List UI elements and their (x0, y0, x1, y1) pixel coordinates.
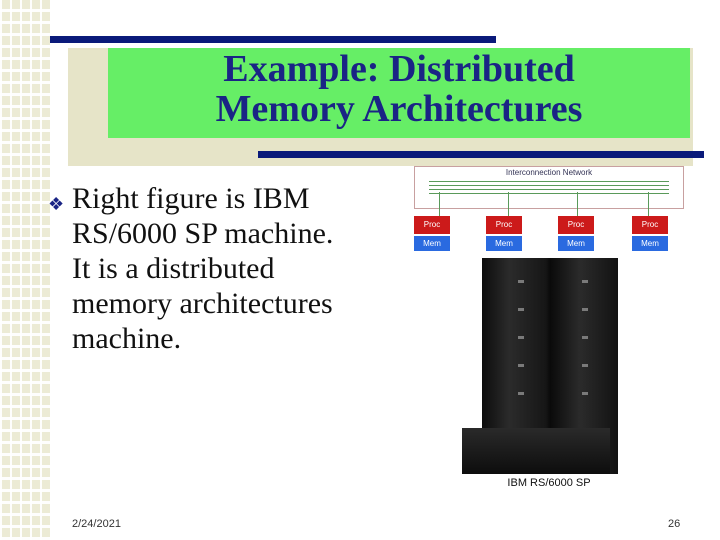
network-line (429, 181, 669, 182)
machine-slot (518, 336, 524, 339)
network-line (429, 189, 669, 190)
network-line (429, 185, 669, 186)
machine-slot (582, 336, 588, 339)
network-label: Interconnection Network (505, 168, 593, 177)
slide-title: Example: Distributed Memory Architecture… (108, 49, 690, 129)
figure-caption: IBM RS/6000 SP (507, 477, 591, 489)
mem-box: Mem (414, 236, 450, 251)
machine-slot (518, 392, 524, 395)
processor-node: Proc Mem (414, 216, 450, 251)
footer-date: 2/24/2021 (72, 518, 121, 530)
machine-slot (582, 392, 588, 395)
node-connector (648, 192, 649, 216)
bullet-line-5: machine. (72, 322, 182, 355)
decorative-left-strip (0, 0, 50, 540)
proc-box: Proc (486, 216, 522, 234)
diamond-bullet-icon: ❖ (48, 194, 65, 214)
mem-box: Mem (558, 236, 594, 251)
page-number: 26 (668, 518, 681, 530)
machine-slot (518, 364, 524, 367)
proc-box: Proc (558, 216, 594, 234)
bullet-list: ❖ Right figure is IBM RS/6000 SP machine… (48, 181, 398, 356)
machine-slot (518, 280, 524, 283)
machine-slot (582, 364, 588, 367)
node-connector (577, 192, 578, 216)
machine-slot (518, 308, 524, 311)
machine-slot (582, 280, 588, 283)
processor-node: Proc Mem (632, 216, 668, 251)
interconnection-network-box: Interconnection Network (414, 166, 684, 209)
node-connector (508, 192, 509, 216)
slide-title-line-2: Memory Architectures (215, 88, 583, 130)
proc-box: Proc (414, 216, 450, 234)
title-background (108, 48, 690, 138)
mem-box: Mem (486, 236, 522, 251)
processor-node: Proc Mem (558, 216, 594, 251)
machine-slot (582, 308, 588, 311)
processor-node: Proc Mem (486, 216, 522, 251)
top-accent-bar (50, 36, 496, 43)
slide-title-line-1: Example: Distributed (223, 48, 575, 90)
network-line (429, 193, 669, 194)
bullet-line-2: RS/6000 SP machine. (72, 217, 334, 250)
bullet-line-1: Right figure is IBM (72, 182, 310, 215)
node-connector (439, 192, 440, 216)
proc-box: Proc (632, 216, 668, 234)
mem-box: Mem (632, 236, 668, 251)
bullet-item: Right figure is IBM RS/6000 SP machine. … (72, 181, 398, 356)
bullet-line-3: It is a distributed (72, 252, 275, 285)
machine-base (462, 428, 610, 474)
bullet-line-4: memory architectures (72, 287, 333, 320)
ibm-sp-figure: Interconnection Network Proc Mem Proc Me… (408, 162, 690, 492)
bottom-accent-bar (258, 151, 704, 158)
